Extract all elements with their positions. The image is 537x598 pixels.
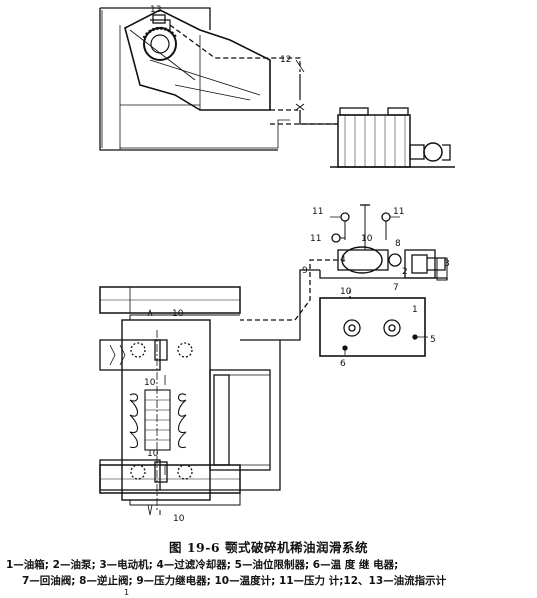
label-10c: 10 <box>172 309 184 319</box>
label-9: 9 <box>302 266 308 276</box>
figure-caption: 图 19-6 颚式破碎机稀油润滑系统 <box>169 540 368 555</box>
label-10a: 10 <box>361 234 373 244</box>
label-13: 13 <box>150 5 161 15</box>
label-2: 2 <box>402 267 408 277</box>
page-mark: 1 <box>124 588 130 597</box>
label-8: 8 <box>395 239 401 249</box>
label-12: 12 <box>280 55 291 65</box>
crusher-elevation <box>99 7 455 168</box>
lubrication-system-diagram: 13 12 11 11 11 10 10 10 10 10 10 9 8 7 4… <box>99 5 455 524</box>
crusher-plan <box>99 286 271 516</box>
label-5: 5 <box>430 335 436 345</box>
label-10e: 10 <box>147 449 159 459</box>
label-3: 3 <box>444 259 450 269</box>
label-10f: 10 <box>173 514 185 524</box>
label-4: 4 <box>340 255 346 265</box>
label-11a: 11 <box>312 207 323 217</box>
part-number-labels: 13 12 11 11 11 10 10 10 10 10 10 9 8 7 4… <box>144 5 450 524</box>
pump-station-plan <box>160 204 448 491</box>
legend-line-1: 1—油箱; 2—油泵; 3—电动机; 4—过滤冷却器; 5—油位限制器; 6—温… <box>6 559 399 571</box>
label-7: 7 <box>393 283 399 293</box>
legend-line-2: 7—回油阀; 8—逆止阀; 9—压力继电器; 10—温度计; 11—压力 计;1… <box>22 575 447 587</box>
label-11b: 11 <box>393 207 404 217</box>
label-1: 1 <box>412 305 418 315</box>
label-10b: 10 <box>340 287 352 297</box>
label-10d: 10 <box>144 378 156 388</box>
label-6: 6 <box>340 359 346 369</box>
label-11c: 11 <box>310 234 321 244</box>
